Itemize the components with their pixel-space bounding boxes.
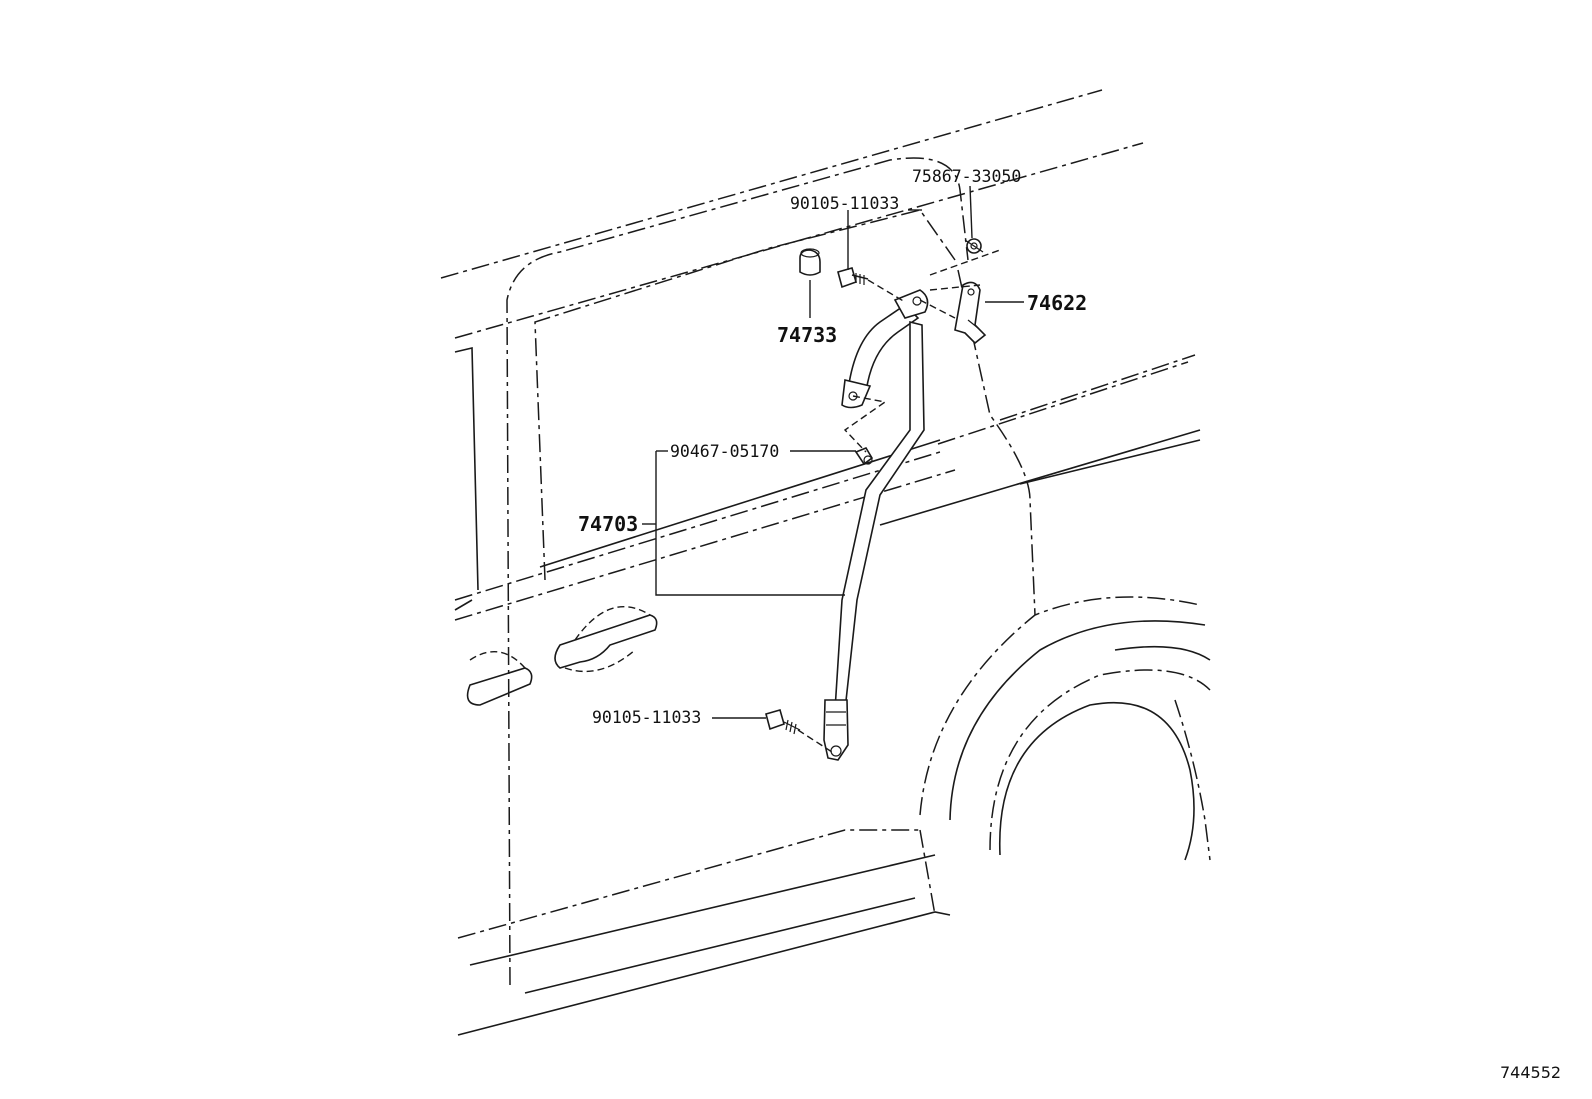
seat-belt-assembly-74703 <box>823 289 929 761</box>
clip-90467 <box>854 447 874 466</box>
bracket-74622 <box>954 281 987 345</box>
leader-lines <box>642 185 1024 719</box>
figure-number: 744552 <box>1500 1063 1561 1082</box>
label-74703: 74703 <box>578 512 638 536</box>
bolt-90105-lower <box>765 709 801 735</box>
label-90105-11033-upper: 90105-11033 <box>790 194 899 213</box>
part-labels: 75867-33050 90105-11033 74622 74733 9046… <box>578 167 1561 1082</box>
assembly-guide-lines <box>797 249 1001 753</box>
nut-75867 <box>964 238 984 254</box>
vehicle-body-outline <box>440 89 1211 1036</box>
label-74733: 74733 <box>777 323 837 347</box>
label-90467-05170: 90467-05170 <box>670 442 779 461</box>
label-90105-11033-lower: 90105-11033 <box>592 708 701 727</box>
label-75867-33050: 75867-33050 <box>912 167 1021 186</box>
bolt-90105-upper <box>837 267 869 289</box>
label-74622: 74622 <box>1027 291 1087 315</box>
cap-74733 <box>799 248 821 276</box>
